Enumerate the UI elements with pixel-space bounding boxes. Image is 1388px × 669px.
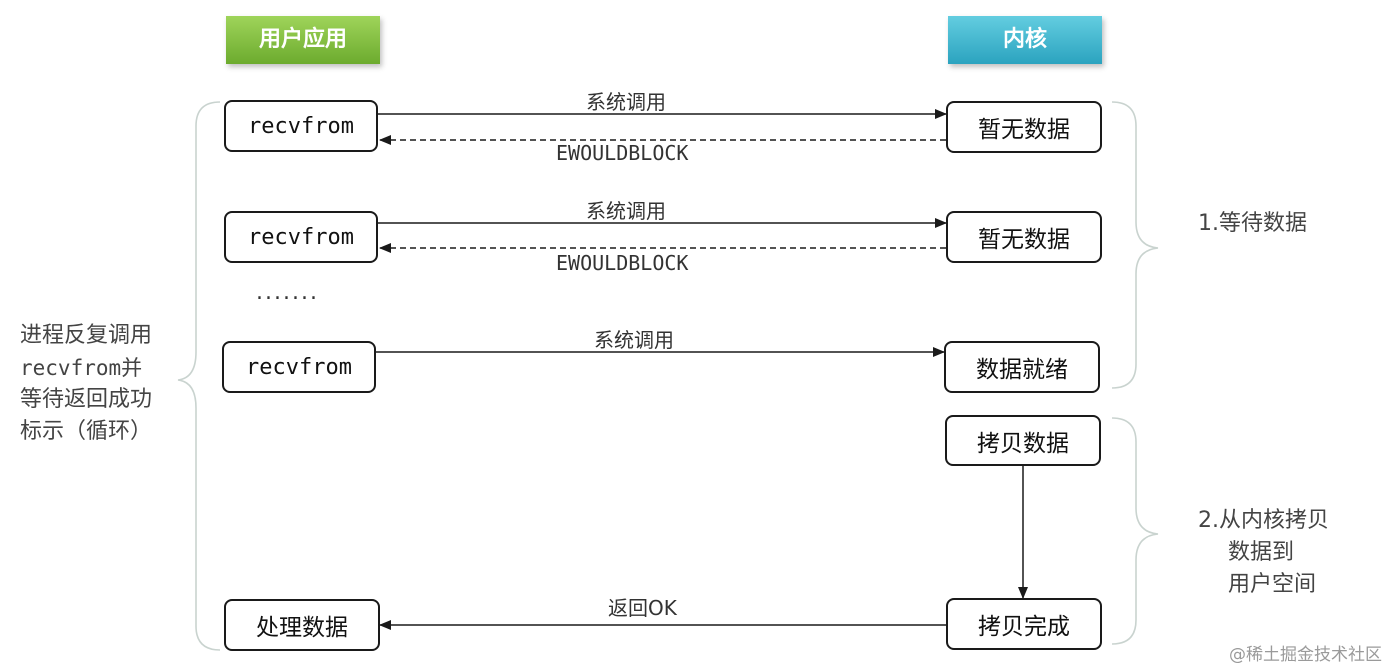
return-ok-label: 返回OK — [608, 596, 677, 620]
left-note-line1: 进程反复调用 — [20, 323, 153, 348]
kernel-state-box-1: 暂无数据 — [946, 101, 1102, 153]
kernel-state-box-2: 暂无数据 — [946, 211, 1102, 263]
watermark: @稀土掘金技术社区 — [1229, 645, 1382, 665]
right-brace-wait — [1111, 101, 1159, 389]
left-note: 进程反复调用 recvfrom并 等待返回成功 标示（循环） — [20, 320, 152, 448]
left-brace — [177, 101, 221, 651]
user-app-header: 用户应用 — [226, 16, 380, 64]
recvfrom-box-2: recvfrom — [224, 211, 378, 263]
recvfrom-box-1: recvfrom — [224, 100, 378, 152]
ewouldblock-label-1: EWOULDBLOCK — [556, 141, 689, 165]
handle-data-box: 处理数据 — [224, 599, 380, 651]
phase-wait-label: 1.等待数据 — [1198, 211, 1307, 236]
left-note-line4: 标示（循环） — [20, 419, 153, 444]
syscall-label-1: 系统调用 — [586, 90, 666, 114]
ewouldblock-label-2: EWOULDBLOCK — [556, 251, 689, 275]
phase-copy-line3: 用户空间 — [1228, 572, 1317, 597]
left-note-line3: 等待返回成功 — [20, 387, 153, 412]
copy-done-box: 拷贝完成 — [946, 598, 1102, 650]
syscall-label-2: 系统调用 — [586, 199, 666, 223]
syscall-label-3: 系统调用 — [594, 328, 674, 352]
phase-copy-line1: 2.从内核拷贝 — [1198, 508, 1329, 533]
phase-copy-label: 2.从内核拷贝 数据到 用户空间 — [1198, 505, 1329, 601]
kernel-state-box-3: 数据就绪 — [944, 341, 1100, 393]
right-brace-copy — [1111, 417, 1159, 645]
kernel-header: 内核 — [948, 16, 1102, 64]
copy-data-box: 拷贝数据 — [945, 415, 1101, 466]
ellipsis: ....... — [256, 280, 319, 305]
recvfrom-box-3: recvfrom — [222, 341, 376, 393]
left-note-line2: recvfrom并 — [20, 356, 143, 380]
phase-copy-line2: 数据到 — [1228, 540, 1295, 565]
